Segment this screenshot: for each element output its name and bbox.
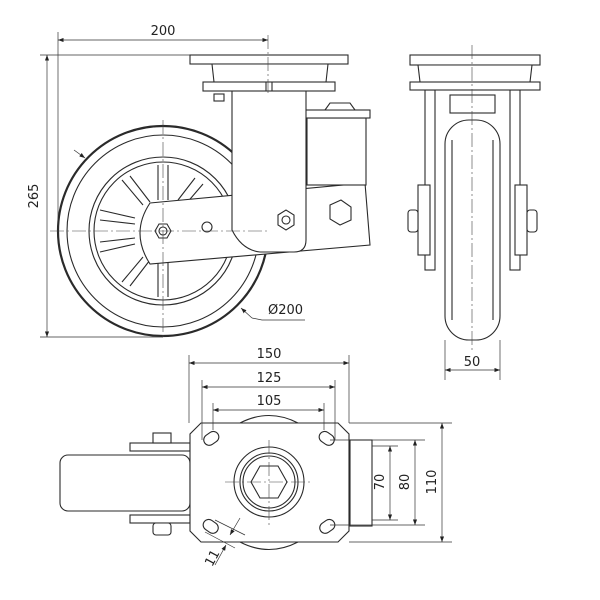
top-view-dimensions: 150 125 105 110 80 70 11 (188, 347, 452, 570)
dimension-wheel-width: 50 (444, 340, 501, 380)
front-view (407, 45, 541, 350)
dim-label-hole-spacing-inner: 105 (257, 394, 282, 409)
dim-label-offset: 200 (151, 24, 176, 39)
dimension-offset: 200 (57, 24, 268, 230)
dimension-wheel-diameter: Ø200 (73, 149, 305, 321)
suspension-unit (303, 102, 371, 186)
top-plate (189, 54, 349, 92)
dim-label-hole-size: 11 (202, 548, 223, 570)
side-view (50, 35, 371, 340)
fork (154, 90, 307, 253)
dim-label-hole-spacing-y-inner: 70 (373, 474, 388, 491)
dimension-height: 265 (27, 54, 190, 338)
dim-label-wheel-width: 50 (464, 355, 481, 370)
mounting-holes (202, 430, 336, 534)
dim-label-plate-length: 150 (257, 347, 282, 362)
dim-label-wheel-diameter: Ø200 (268, 303, 303, 318)
dim-label-height: 265 (27, 184, 42, 209)
dim-label-hole-spacing-y-outer: 80 (398, 474, 413, 491)
dim-label-hole-spacing-outer: 125 (257, 371, 282, 386)
dim-label-plate-width: 110 (425, 470, 440, 495)
top-view (59, 414, 373, 551)
